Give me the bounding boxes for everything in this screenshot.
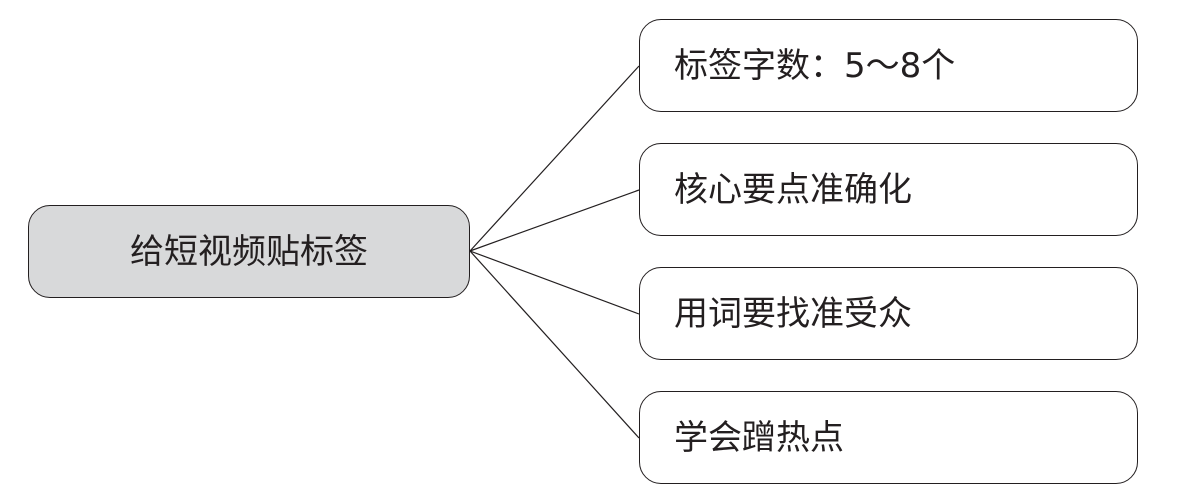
branch-node-audience: 用词要找准受众 — [639, 267, 1138, 360]
branch-node-label: 学会蹭热点 — [674, 417, 844, 458]
connector-line-3 — [469, 250, 640, 439]
branch-node-label: 标签字数：5～8个 — [674, 45, 956, 86]
branch-node-trending: 学会蹭热点 — [639, 391, 1138, 484]
root-node: 给短视频贴标签 — [28, 205, 470, 298]
branch-node-label: 核心要点准确化 — [674, 169, 912, 210]
branch-node-key-points: 核心要点准确化 — [639, 143, 1138, 236]
branch-node-label: 用词要找准受众 — [674, 293, 912, 334]
connector-line-1 — [469, 189, 640, 252]
connector-line-2 — [469, 250, 640, 315]
root-node-label: 给短视频贴标签 — [130, 231, 368, 272]
connector-line-0 — [469, 65, 640, 252]
branch-node-word-count: 标签字数：5～8个 — [639, 19, 1138, 112]
